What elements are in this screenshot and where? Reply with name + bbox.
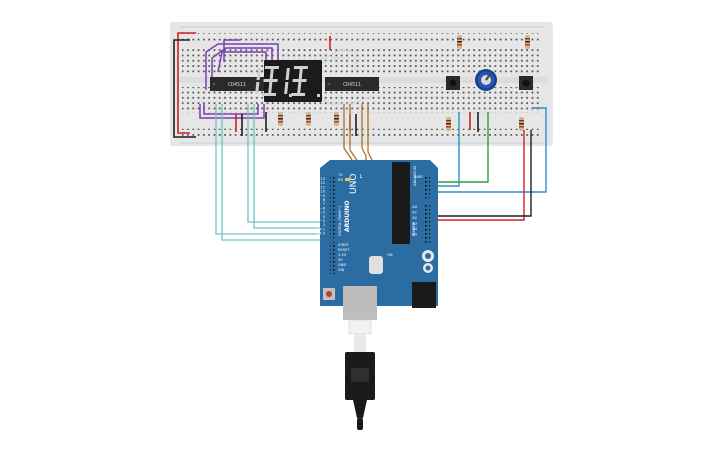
analog-pin-label: A1 <box>412 211 417 215</box>
label-l: L <box>360 174 363 180</box>
potentiometer[interactable] <box>475 69 497 91</box>
digital-pin-label: 4 <box>323 215 326 219</box>
digital-pin-label: ~6 <box>320 206 326 210</box>
label-5v: 5V <box>338 258 343 262</box>
analog-pin-label: A2 <box>412 216 417 220</box>
resistor-7 <box>519 117 524 131</box>
analog-pin-label: A3 <box>412 222 417 226</box>
analog-pin-label: A4 <box>412 227 417 231</box>
chip-u2-label: CD4511 <box>343 82 361 88</box>
digital-pin-label: 8 <box>323 198 326 202</box>
wire-black-gnd <box>424 130 532 217</box>
digital-pin-label: ~5 <box>320 211 325 215</box>
label-uno: UNO <box>349 174 359 194</box>
resistors[interactable] <box>278 35 530 131</box>
label-3v3: 3.3V <box>338 253 347 257</box>
top-rail-1 <box>182 30 542 34</box>
resistor-3 <box>278 112 283 126</box>
wire-red-left[interactable] <box>177 32 196 134</box>
digital-pin-label: ~11 <box>317 185 325 189</box>
digit-1 <box>255 66 292 97</box>
usb-cable[interactable] <box>345 319 375 430</box>
label-vin: VIN <box>338 268 345 272</box>
resistor-1 <box>457 35 462 49</box>
wires-teal[interactable] <box>215 104 336 241</box>
label-arduino: ARDUINO <box>344 201 351 232</box>
top-rail-2 <box>182 37 542 41</box>
digital-pin-label: ~10 <box>317 190 325 194</box>
crystal <box>369 256 383 274</box>
wire-blue-button2 <box>424 107 547 193</box>
label-gnd: GND <box>338 263 346 267</box>
label-reset: RESET <box>338 248 350 252</box>
chip-u2[interactable]: CD4511 <box>325 77 379 91</box>
digital-pin-label: 7 <box>323 202 325 206</box>
wires-purple[interactable] <box>199 39 279 119</box>
right-header[interactable] <box>424 204 430 244</box>
label-tx: TX <box>337 173 343 177</box>
wire-green-pot <box>424 112 489 183</box>
digit-2 <box>284 66 320 97</box>
wire-red-5v <box>424 130 525 221</box>
digital-header[interactable] <box>330 176 336 238</box>
digital-pin-label: ~9 <box>320 194 326 198</box>
arduino-uno[interactable]: L UNO ARDUINO DIGITAL (PWM~) ANALOG IN P… <box>316 160 438 320</box>
resistor-5 <box>334 112 339 126</box>
label-rx: RX <box>338 178 343 182</box>
terminal-strip-upper <box>182 47 542 73</box>
resistor-6 <box>446 117 451 131</box>
atmega-chip <box>392 162 410 244</box>
analog-pin-label: A0 <box>412 205 417 209</box>
usb-connector[interactable] <box>343 286 377 320</box>
digital-pin-label: RX 0 <box>317 232 326 236</box>
label-ioref: IOREF <box>338 243 349 247</box>
label-analog: ANALOG IN <box>413 166 417 186</box>
digital-pin-label: ~3 <box>320 219 325 223</box>
wire-black-left[interactable] <box>173 39 196 138</box>
pushbutton-left[interactable] <box>446 76 460 90</box>
resistor-2 <box>525 35 530 49</box>
analog-header[interactable] <box>424 176 430 198</box>
digital-pin-label: 12 <box>320 181 325 185</box>
digital-pin-label: 13 <box>320 177 325 181</box>
label-aref: AREF <box>414 175 423 179</box>
power-jack[interactable] <box>412 282 436 308</box>
seven-segment-display[interactable] <box>255 60 322 102</box>
label-on: ON <box>387 253 393 257</box>
power-header[interactable] <box>330 242 336 274</box>
led-l <box>345 178 350 181</box>
pushbutton-right[interactable] <box>519 76 533 90</box>
resistor-4 <box>306 112 311 126</box>
chip-u1-label: CD4511 <box>228 82 246 88</box>
chip-u1[interactable]: CD4511 <box>210 77 264 91</box>
label-power: POWER <box>412 222 416 236</box>
digital-pin-label: TX 1 <box>316 227 325 231</box>
digital-pin-label: 2 <box>323 223 325 227</box>
analog-pin-label: A5 <box>412 233 417 237</box>
label-digital: DIGITAL (PWM~) <box>338 206 342 236</box>
